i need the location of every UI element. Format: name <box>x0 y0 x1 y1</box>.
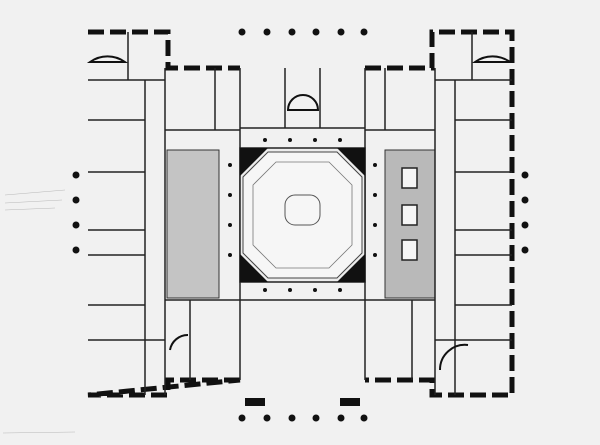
pier <box>240 254 268 282</box>
niche <box>401 167 418 189</box>
court-corner-piers <box>240 148 365 282</box>
stair-inner-ring <box>252 161 353 269</box>
apse-bottom-right <box>438 343 469 371</box>
faint-annotation <box>2 189 76 434</box>
entrance-piers <box>245 398 360 406</box>
apse-top-centre <box>286 94 320 111</box>
pier <box>337 148 365 176</box>
apse-top-left <box>86 55 129 63</box>
niche <box>401 239 418 261</box>
right-hall-niches <box>401 167 418 261</box>
outer-walls <box>87 29 515 398</box>
court-colonnade <box>228 138 377 292</box>
niche <box>401 204 418 226</box>
columns <box>72 28 529 422</box>
right-portico-columns <box>521 171 529 254</box>
pier <box>240 148 268 176</box>
bottom-portico-columns <box>238 414 368 422</box>
apse-top-right <box>471 55 514 63</box>
apse-bottom-left <box>169 333 189 351</box>
stair-landing <box>284 194 321 226</box>
left-portico-columns <box>72 171 80 254</box>
octagonal-staircase <box>242 151 363 279</box>
top-portico-columns <box>238 28 368 36</box>
pier <box>337 254 365 282</box>
apses <box>86 55 514 371</box>
left-grey-hall <box>166 149 220 299</box>
interior-walls <box>88 32 512 395</box>
